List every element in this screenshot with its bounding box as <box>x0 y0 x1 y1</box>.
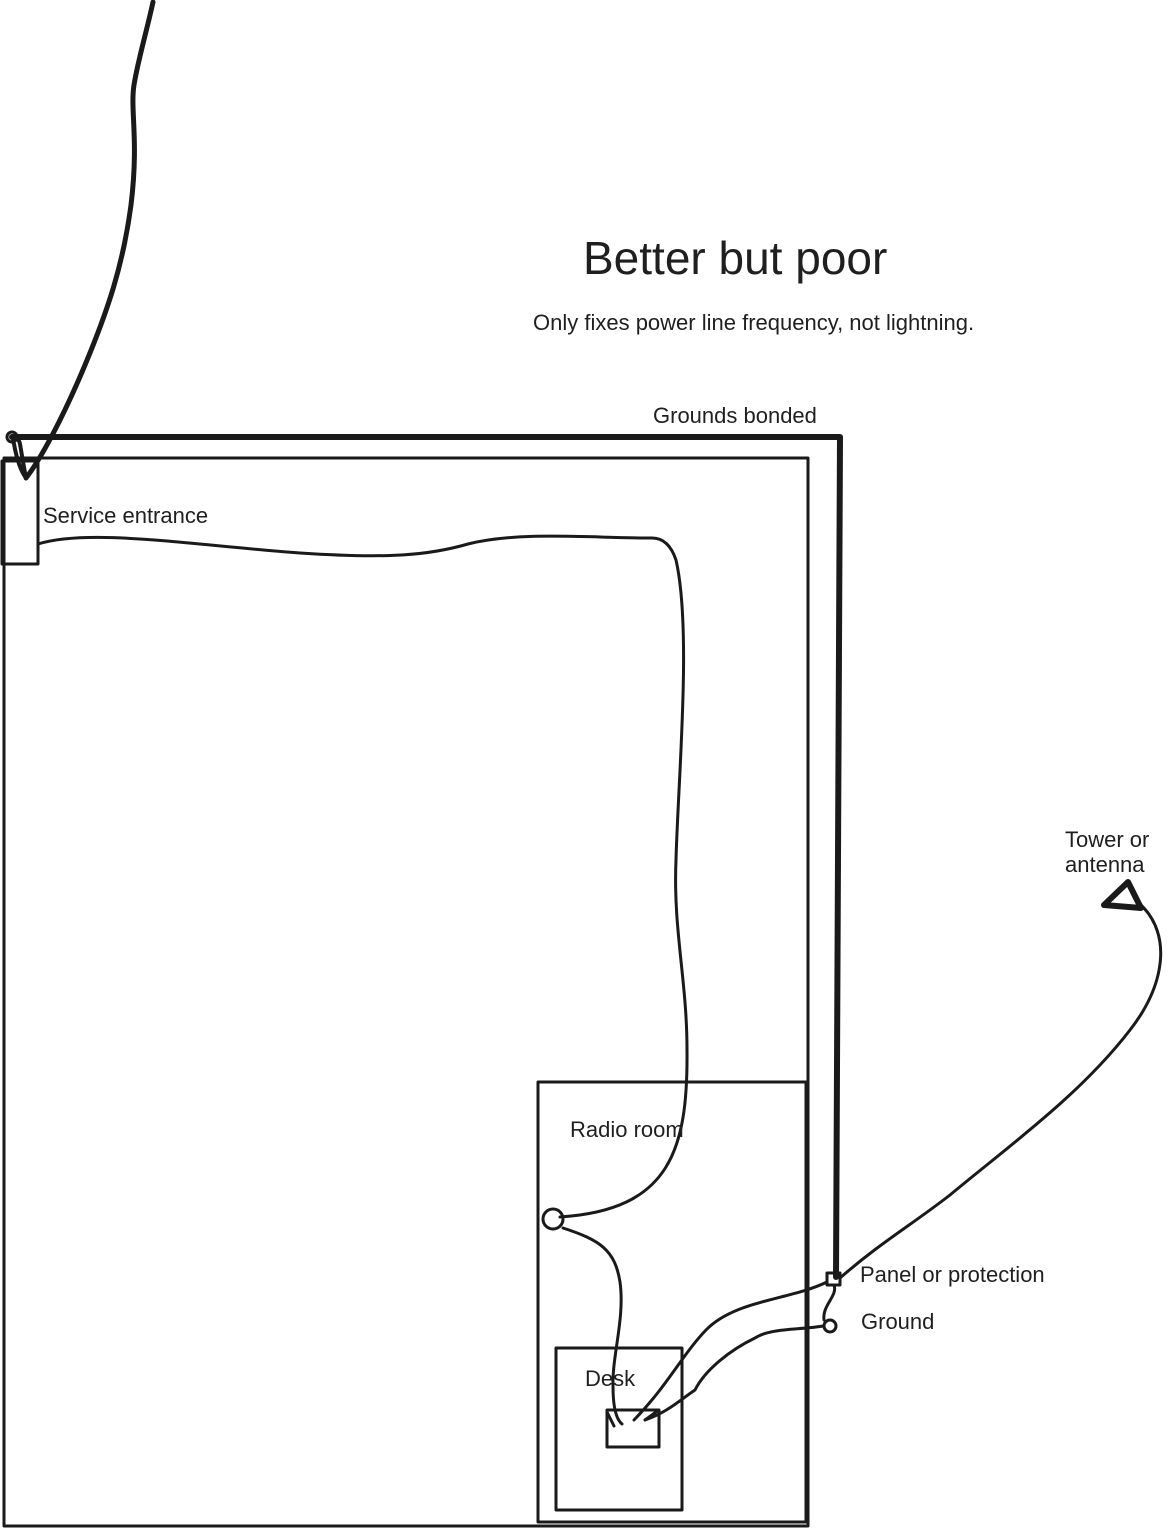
service-entrance-box <box>0 459 40 566</box>
radio-ground-wire-tip <box>643 1410 658 1422</box>
radio-power-cord-tip <box>605 1410 616 1428</box>
radio-equipment-box <box>605 1408 661 1449</box>
service-entrance-label: Service entrance <box>43 503 209 528</box>
panel-protection-label: Panel or protection <box>860 1262 1045 1287</box>
power-wire <box>36 534 689 1219</box>
grounds-bonded-wire <box>9 434 843 1280</box>
tower-label-line2: antenna <box>1065 852 1145 878</box>
service-drop-wire <box>23 0 156 481</box>
antenna-icon <box>1101 879 1144 911</box>
radio-room-outline <box>536 1080 808 1524</box>
radio-room-label: Radio room <box>570 1117 684 1142</box>
desk-label: Desk <box>585 1366 636 1391</box>
panel-to-ground-wire <box>822 1283 837 1322</box>
grounds-bonded-label: Grounds bonded <box>653 403 817 428</box>
diagram-subtitle: Only fixes power line frequency, not lig… <box>533 310 975 335</box>
ground-rod-icon <box>822 1318 838 1334</box>
radio-ground-wire <box>643 1324 825 1422</box>
ground-label: Ground <box>861 1309 935 1334</box>
radio-power-cord <box>561 1226 624 1426</box>
coax-panel-to-radio <box>632 1280 829 1422</box>
outlet-icon <box>541 1207 565 1231</box>
tower-label-line1: Tower or <box>1065 827 1150 852</box>
house-outline <box>2 456 810 1528</box>
tower-antenna-label: Tower or antenna <box>1065 827 1149 878</box>
diagram-title: Better but poor <box>583 232 888 284</box>
tower-coax-line <box>838 903 1163 1280</box>
desk-outline <box>554 1346 684 1512</box>
